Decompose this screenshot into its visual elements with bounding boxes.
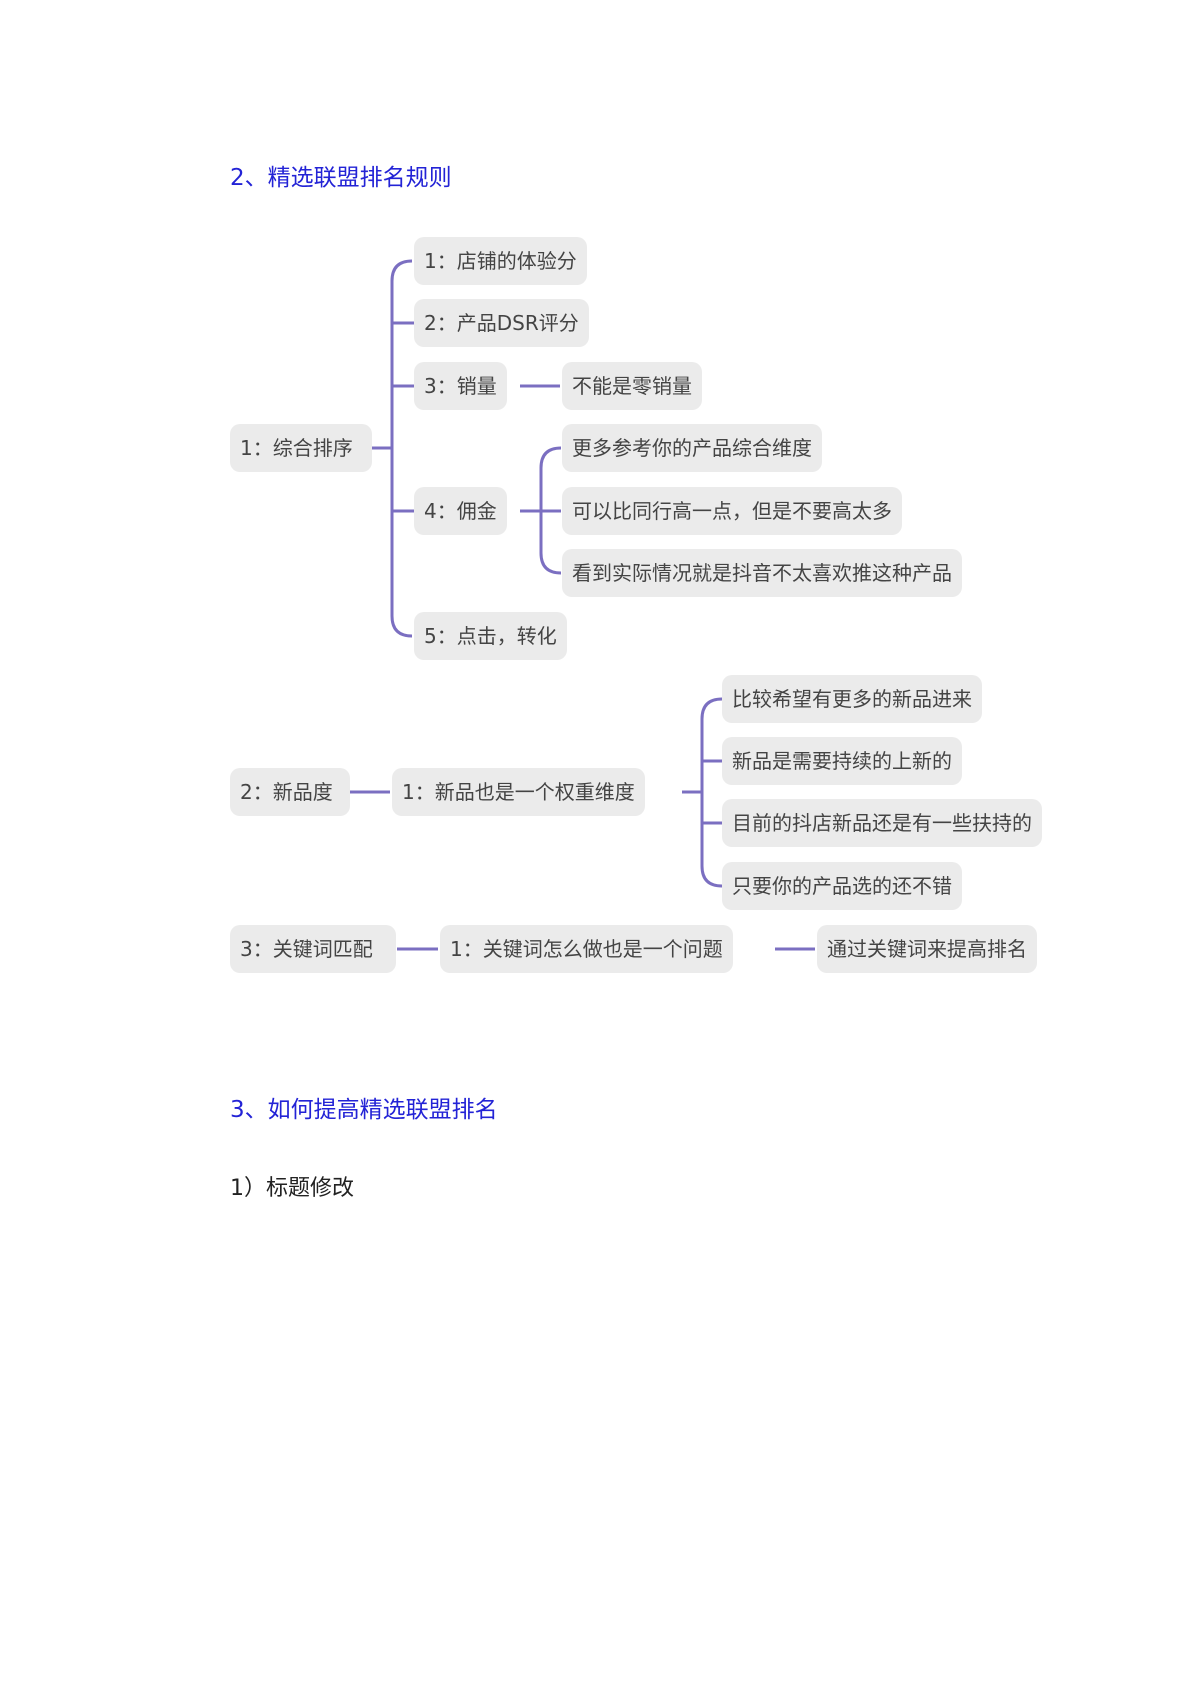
mindmap-node-keyword-match: 3：关键词匹配 <box>230 925 396 973</box>
mindmap-leaf-commission-3: 看到实际情况就是抖音不太喜欢推这种产品 <box>562 549 962 597</box>
mindmap-leaf-commission-1: 更多参考你的产品综合维度 <box>562 424 822 472</box>
mindmap-leaf-commission-2: 可以比同行高一点，但是不要高太多 <box>562 487 902 535</box>
mindmap-leaf-keyword-ranking: 通过关键词来提高排名 <box>817 925 1037 973</box>
mindmap-node-keyword-question: 1：关键词怎么做也是一个问题 <box>440 925 733 973</box>
section-heading-improve-ranking: 3、如何提高精选联盟排名 <box>230 1097 498 1123</box>
mindmap-leaf-newness-4: 只要你的产品选的还不错 <box>722 862 962 910</box>
mindmap-leaf-newness-2: 新品是需要持续的上新的 <box>722 737 962 785</box>
mindmap-node-product-dsr-score: 2：产品DSR评分 <box>414 299 589 347</box>
section-heading-ranking-rules: 2、精选联盟排名规则 <box>230 165 452 191</box>
mindmap-leaf-newness-1: 比较希望有更多的新品进来 <box>722 675 982 723</box>
mindmap-node-click-conversion: 5：点击，转化 <box>414 612 567 660</box>
mindmap-node-composite-ranking: 1：综合排序 <box>230 424 372 472</box>
mindmap-node-newness-weight: 1：新品也是一个权重维度 <box>392 768 645 816</box>
mindmap-node-commission: 4：佣金 <box>414 487 507 535</box>
mindmap-node-store-experience-score: 1：店铺的体验分 <box>414 237 587 285</box>
mindmap-leaf-nonzero-sales: 不能是零销量 <box>562 362 702 410</box>
mindmap-node-sales-volume: 3：销量 <box>414 362 507 410</box>
subheading-title-edit: 1）标题修改 <box>230 1176 354 1201</box>
mindmap-leaf-newness-3: 目前的抖店新品还是有一些扶持的 <box>722 799 1042 847</box>
mindmap-node-newness: 2：新品度 <box>230 768 350 816</box>
